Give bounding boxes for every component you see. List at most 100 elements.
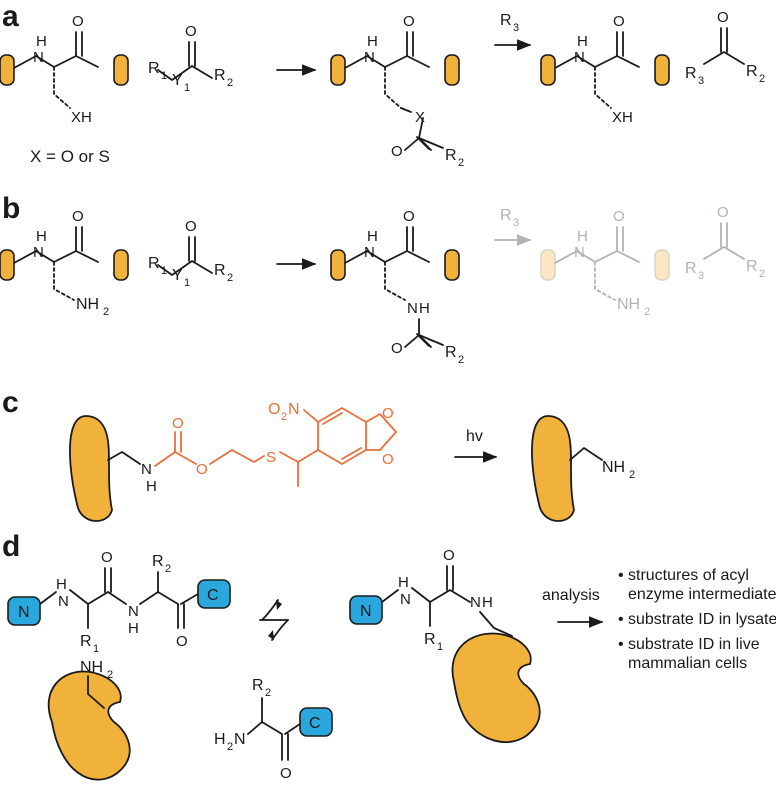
panel-a-residue-reactant: H N O XH <box>0 13 129 126</box>
nh-n-label: N <box>364 49 375 66</box>
carbonyl-o-label: O <box>613 208 625 225</box>
r2-sub: 2 <box>759 268 765 280</box>
y1-sub: 1 <box>184 277 190 289</box>
results-list: • structures of acyl enzyme intermediate… <box>618 567 776 672</box>
nh-h-label: H <box>367 33 378 50</box>
protein-shape-left <box>69 415 113 522</box>
r3-sub: 3 <box>698 270 704 282</box>
intermediate-r1-label: R <box>424 631 436 648</box>
panel-a-acyl-product: O R 3 R 2 <box>685 9 765 87</box>
leaving-c-terminus-label: C <box>309 715 321 732</box>
carbonyl-o-label: O <box>403 208 415 225</box>
nh-n-label: N <box>364 244 375 261</box>
intermediate-n-tag <box>349 595 383 625</box>
panel-b-acyl-product-faded: O R 3 R 2 <box>685 204 765 282</box>
nitro-n-label: N <box>288 401 300 418</box>
intermediate-n-2: N <box>470 594 481 611</box>
enzyme-shape-free <box>47 670 131 781</box>
enzyme-amine-bond <box>87 675 105 709</box>
nitro-sub: 2 <box>281 411 287 423</box>
carbamate-n-label: N <box>141 461 152 478</box>
intermediate-h-1: H <box>398 574 409 591</box>
panel-b-label: b <box>2 192 20 225</box>
nh-h-label: H <box>577 228 588 245</box>
r1-sub: 1 <box>161 265 167 277</box>
intermediate-n-1: N <box>400 591 411 608</box>
benzylic-bonds <box>279 449 319 487</box>
peptide-h-2: H <box>128 620 139 637</box>
free-amine-bonds <box>569 447 603 461</box>
aryl-ring <box>317 407 367 465</box>
nh-n-label: N <box>574 244 585 261</box>
n-terminus-tag <box>7 596 41 626</box>
xh-label: XH <box>612 109 633 126</box>
sulfur-label: S <box>266 449 276 466</box>
r2-label: R <box>746 258 758 275</box>
nitro-bond <box>303 409 319 423</box>
r2-sub: 2 <box>227 77 233 89</box>
nh-n-label: N <box>33 49 44 66</box>
faded-arrow-r3-label: R <box>500 207 512 224</box>
r2-sub: 2 <box>458 354 464 366</box>
d-r1-sub: 1 <box>93 643 99 655</box>
panel-a-condition: X = O or S <box>30 147 110 166</box>
dioxole-o-top: O <box>382 405 394 422</box>
amide-carbonyl-1 <box>104 567 112 593</box>
carbonyl-o-label: O <box>613 13 625 30</box>
panel-a-acyl-donor: R 1 Y 1 O R 2 <box>148 23 233 94</box>
ester-o-label: O <box>391 143 403 160</box>
ketone-carbonyl <box>177 593 199 629</box>
panel-b-residue-reactant: H N O NH 2 <box>0 208 129 318</box>
result-item-1-cont: enzyme intermediates <box>628 586 776 603</box>
dioxole-ring <box>365 413 397 451</box>
nh-h-label: H <box>36 228 47 245</box>
leaving-h-sub: 2 <box>227 741 233 753</box>
carbonyl-o-label: O <box>403 13 415 30</box>
c-terminus-label: C <box>207 587 219 604</box>
faded-arrow-r3-sub: 3 <box>513 217 519 229</box>
results-bullet-1: • <box>618 567 624 584</box>
leaving-o-label: O <box>280 765 292 782</box>
leaving-fragment-bonds <box>247 697 301 761</box>
panel-a-residue-product: H N O XH <box>540 13 670 126</box>
result-item-3-cont: mammalian cells <box>628 655 747 672</box>
arrow-r3-sub: 3 <box>513 22 519 34</box>
r1-label: R <box>148 60 160 77</box>
peptide-backbone-a <box>39 589 109 605</box>
nitro-o-label: O <box>268 401 280 418</box>
r2-label: R <box>214 67 226 84</box>
leaving-r2-label: R <box>252 677 264 694</box>
nh-n-label: N <box>574 49 585 66</box>
donor-o-label: O <box>185 23 197 40</box>
leaving-c-terminus-tag <box>299 707 333 737</box>
result-item-1: structures of acyl <box>628 567 749 584</box>
xh-label: XH <box>71 109 92 126</box>
intermediate-carbonyl <box>446 565 454 591</box>
leaving-n-label: N <box>234 731 246 748</box>
results-bullet-2: • <box>618 611 624 628</box>
panel-b-residue-faded: H N O NH 2 <box>540 208 670 318</box>
y1-label: Y <box>172 72 183 89</box>
product-o-label: O <box>717 204 729 221</box>
panel-b-acyl-donor: R 1 Y 1 O R 2 <box>148 218 233 289</box>
panel-a-label: a <box>2 0 19 33</box>
intermediate-h-2: H <box>482 594 493 611</box>
peptide-o-1: O <box>101 549 113 566</box>
r3-sub: 3 <box>698 75 704 87</box>
panel-b-amide-product: H N O N H O R 2 <box>330 208 464 366</box>
panel-c: c N H O O S O 2 N O O hv NH 2 <box>2 386 635 522</box>
result-item-2: substrate ID in lysate <box>628 611 776 628</box>
amide-o-label: O <box>391 340 403 357</box>
r2-sub: 2 <box>458 157 464 169</box>
intermediate-r1-sub: 1 <box>437 641 443 653</box>
protein-shape-right <box>531 415 575 522</box>
carbamate-bonds <box>154 431 197 467</box>
carbonyl-o-label: O <box>72 208 84 225</box>
intermediate-n-label: N <box>360 603 372 620</box>
analysis-label: analysis <box>542 587 600 604</box>
r1-label: R <box>148 255 160 272</box>
donor-o-label: O <box>185 218 197 235</box>
arrow-r3-label: R <box>500 12 512 29</box>
leaving-h-label: H <box>214 731 226 748</box>
